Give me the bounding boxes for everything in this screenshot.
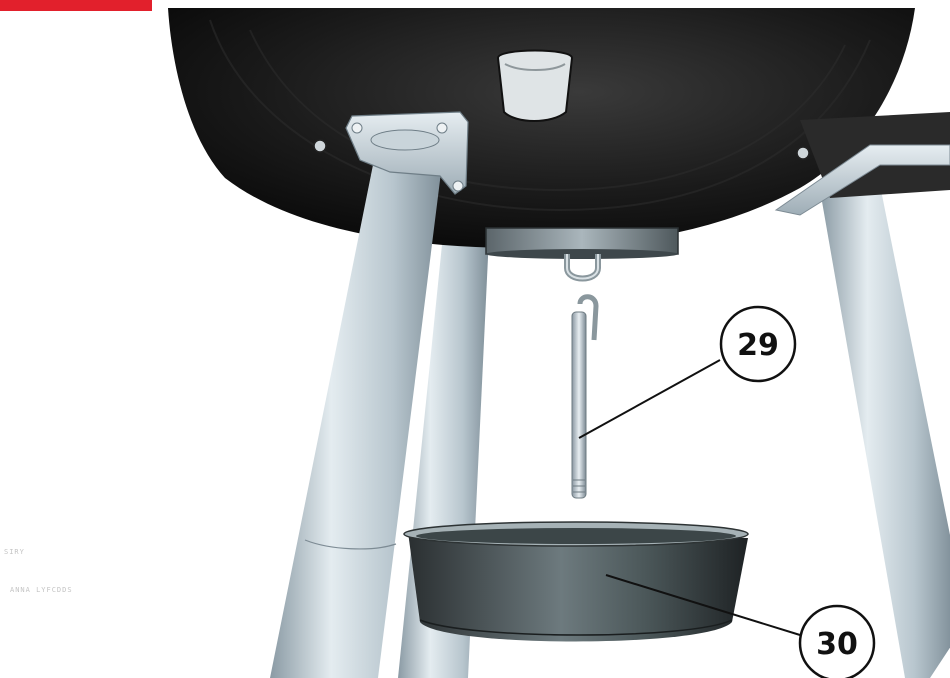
kettle-bowl [168, 8, 915, 248]
callout-30-label: 30 [816, 627, 858, 662]
callout-29: 29 [578, 305, 797, 439]
accent-bar [0, 0, 152, 11]
right-bracket [774, 112, 950, 216]
callout-29-label: 29 [737, 328, 779, 363]
faint-text-2: ANNA LYFCDDS [10, 586, 73, 594]
front-left-leg [270, 111, 469, 678]
part-29-hook-rod [571, 294, 599, 499]
faint-text-1: SIRY [4, 548, 25, 556]
right-leg [820, 175, 950, 678]
hook-loop [564, 254, 601, 282]
callout-30: 30 [605, 574, 876, 678]
part-30-ash-pan [403, 521, 749, 642]
ash-pan-collar [485, 227, 679, 259]
